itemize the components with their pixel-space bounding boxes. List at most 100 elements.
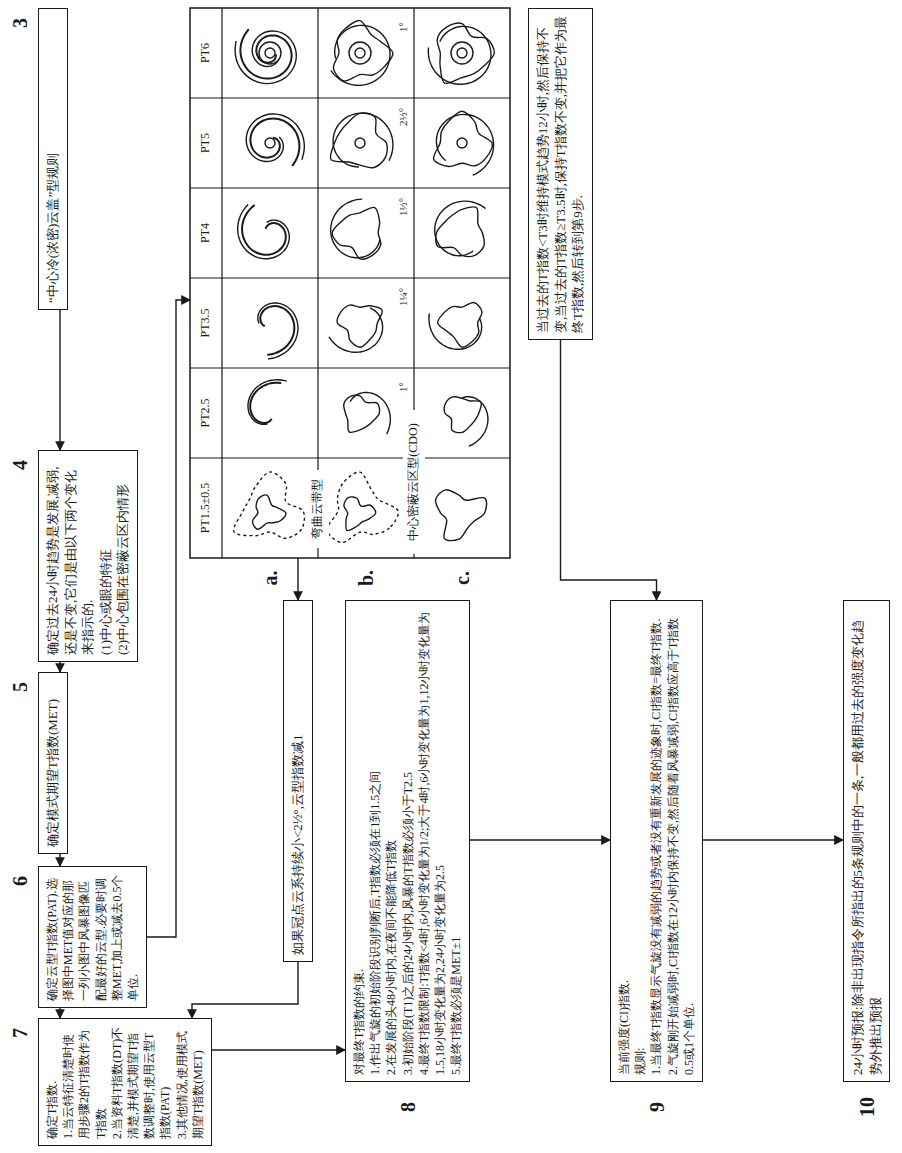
cloud-outline bbox=[234, 472, 305, 538]
condition-box: 如果冠点云系持续小<2½°,云型指数减1 bbox=[283, 600, 313, 962]
table-rule bbox=[190, 367, 510, 368]
step-number: 4 bbox=[8, 452, 32, 478]
cloud-band bbox=[235, 31, 296, 84]
eye-symbol bbox=[265, 48, 275, 58]
flow-arrow bbox=[192, 962, 298, 1018]
row-letter-box: a. bbox=[257, 562, 283, 594]
row-letter: c. bbox=[449, 562, 475, 594]
step-number-box: 10 bbox=[854, 1090, 880, 1124]
cloud-pattern-table bbox=[190, 8, 510, 558]
pattern-name: 弯曲云带型 bbox=[307, 470, 329, 548]
box-line: 规则: bbox=[632, 607, 648, 1075]
eye-wall bbox=[349, 42, 371, 64]
process-box: 确定云型T指数(PAT).选择图中MET值对应的那一列小图中风暴图像匹配最好的云… bbox=[38, 866, 147, 1008]
size-mark: 1° bbox=[394, 371, 412, 403]
box-heading: 当前强度(CI)指数. bbox=[616, 607, 632, 1075]
cloud-sketch bbox=[435, 490, 486, 541]
box-line: 2.气旋刚开始减弱时,CI指数在12小时内保持不变,然后随着风暴减弱,CI指数应… bbox=[665, 607, 697, 1075]
size-mark: 1¼° bbox=[394, 281, 412, 313]
cloud-outline bbox=[253, 495, 286, 529]
cloud-band bbox=[435, 201, 486, 256]
size-mark-box: 1° bbox=[394, 371, 412, 403]
size-mark-box: 2½° bbox=[394, 101, 412, 133]
process-box: 对最终T指数的约束.1.作出气旋的初始阶段识别判断后,T指数必须在1到1.5之间… bbox=[345, 600, 470, 1082]
eye-wall bbox=[451, 42, 473, 64]
column-header: PT1.5±0.5 bbox=[193, 462, 219, 554]
eye-wall bbox=[259, 42, 281, 64]
step-number: 5 bbox=[8, 674, 32, 700]
box-line: 4.最终T指数限制:T指数<4时,6小时变化量为1/2;大于4时,6小时变化量为… bbox=[416, 607, 448, 1075]
flow-arrow bbox=[561, 340, 657, 600]
cloud-sketch bbox=[330, 113, 393, 168]
cloud-band bbox=[246, 114, 304, 162]
row-letter: a. bbox=[257, 562, 283, 594]
eye-symbol bbox=[457, 138, 467, 148]
table-frame bbox=[190, 8, 510, 558]
step-number: 10 bbox=[854, 1090, 880, 1124]
box-heading: 确定T指数. bbox=[44, 1025, 60, 1139]
box-line: (1)中心或眼的特征 bbox=[97, 457, 115, 655]
flow-arrow bbox=[212, 1049, 345, 1050]
eye-symbol bbox=[265, 138, 275, 148]
cloud-outline bbox=[444, 397, 481, 433]
condition-box: 当过去的T指数<T3时维持模式趋势12小时,然后保持不变,当过去的T指数≥T3.… bbox=[528, 8, 593, 340]
size-mark: 1° bbox=[394, 11, 412, 43]
cloud-sketch bbox=[435, 201, 486, 256]
box-text: 确定模式期望T指数(MET) bbox=[39, 673, 67, 853]
box-heading: 确定过去24小时趋势是发展,减弱,还是不变,它们是由以下两个变化来指示的. bbox=[44, 457, 97, 655]
box-heading: 24小时预报:除非出现指令所指出的5条规则中的一条,一般都用过去的强度变化趋势外… bbox=[849, 607, 884, 1075]
cloud-sketch bbox=[234, 472, 305, 538]
cloud-sketch bbox=[258, 303, 298, 359]
cloud-band bbox=[436, 114, 493, 175]
cloud-sketch bbox=[429, 302, 482, 349]
cloud-sketch bbox=[344, 392, 391, 434]
size-mark-box: 1° bbox=[394, 11, 412, 43]
cloud-band bbox=[248, 380, 287, 425]
box-text: 当过去的T指数<T3时维持模式趋势12小时,然后保持不变,当过去的T指数≥T3.… bbox=[529, 9, 592, 339]
step-number-box: 8 bbox=[395, 1090, 421, 1124]
cloud-outline bbox=[435, 490, 486, 541]
process-box: 24小时预报:除非出现指令所指出的5条规则中的一条,一般都用过去的强度变化趋势外… bbox=[843, 600, 890, 1082]
pattern-name: 中心密蔽云区型(CDO) bbox=[403, 410, 425, 554]
column-header-box: PT4 bbox=[193, 192, 219, 274]
column-header: PT5 bbox=[193, 102, 219, 184]
column-header-box: PT6 bbox=[193, 12, 219, 94]
cloud-band bbox=[331, 199, 380, 258]
pattern-name-box: 中心密蔽云区型(CDO) bbox=[403, 410, 425, 554]
flow-line bbox=[297, 558, 298, 600]
box-text: 对最终T指数的约束.1.作出气旋的初始阶段识别判断后,T指数必须在1到1.5之间… bbox=[346, 601, 469, 1081]
column-header-box: PT5 bbox=[193, 102, 219, 184]
cloud-sketch bbox=[327, 472, 398, 542]
flow-arrow bbox=[59, 310, 60, 450]
box-heading: “中心冷(浓密)云盖”型规则 bbox=[44, 15, 62, 303]
box-line: 5.最终T指数必须是MET±1 bbox=[448, 607, 464, 1075]
step-number-box: 5 bbox=[8, 674, 32, 700]
cloud-band bbox=[240, 29, 291, 79]
cloud-outline bbox=[344, 395, 380, 432]
cloud-sketch bbox=[248, 380, 287, 425]
table-rule bbox=[190, 187, 510, 188]
flow-arrow bbox=[470, 839, 610, 840]
box-line: (2)中心包围在密蔽云区内情形 bbox=[114, 457, 132, 655]
cloud-band bbox=[258, 303, 298, 359]
size-mark-box: 1½° bbox=[394, 191, 412, 223]
cloud-outline bbox=[437, 23, 494, 83]
cloud-sketch bbox=[444, 397, 488, 447]
cloud-band bbox=[429, 314, 482, 350]
box-heading: 如果冠点云系持续小<2½°,云型指数减1 bbox=[289, 607, 307, 955]
cloud-band bbox=[260, 306, 294, 355]
cloud-sketch bbox=[331, 20, 393, 85]
row-letter-box: c. bbox=[449, 562, 475, 594]
process-box: 确定过去24小时趋势是发展,减弱,还是不变,它们是由以下两个变化来指示的.(1)… bbox=[38, 450, 138, 662]
cloud-band bbox=[462, 397, 488, 447]
cloud-band bbox=[333, 113, 393, 167]
cloud-band bbox=[242, 205, 286, 255]
flow-arrow bbox=[703, 839, 843, 840]
box-line: 1.当最终T指数显示气旋没有减弱的趋势或者没有重新发展的迹象时,CI指数=最终T… bbox=[648, 607, 664, 1075]
table-rule bbox=[190, 457, 510, 458]
cloud-sketch bbox=[428, 23, 494, 84]
column-header-box: PT1.5±0.5 bbox=[193, 462, 219, 554]
flow-line bbox=[147, 300, 190, 937]
box-line: 1.作出气旋的初始阶段识别判断后,T指数必须在1到1.5之间 bbox=[367, 607, 383, 1075]
